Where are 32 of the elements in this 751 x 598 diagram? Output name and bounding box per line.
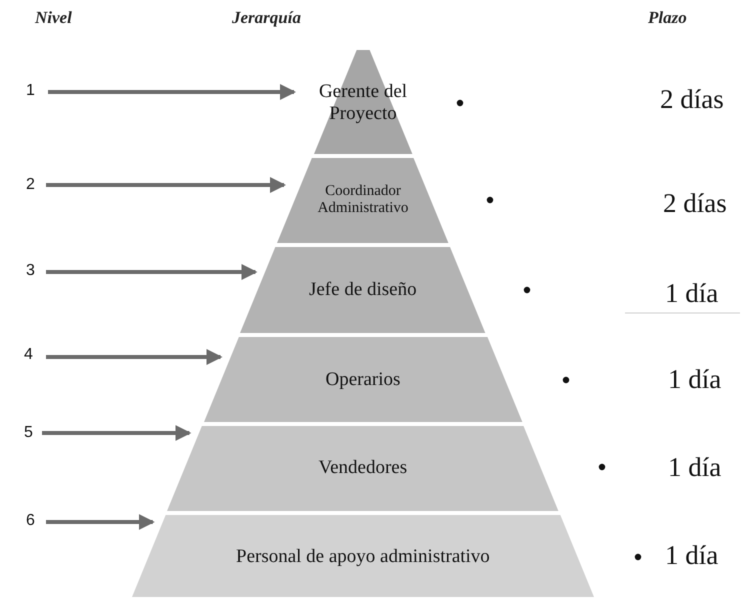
arrow — [46, 177, 286, 193]
arrow — [42, 425, 192, 441]
arrow — [48, 84, 296, 100]
level-number: 3 — [26, 262, 35, 280]
pyramid-level — [240, 247, 486, 333]
column-header: Nivel — [35, 8, 72, 28]
level-number: 4 — [24, 346, 33, 364]
duration-text: 2 días — [663, 188, 727, 219]
pyramid-level — [314, 50, 412, 154]
arrow — [46, 514, 155, 530]
duration-text: 1 día — [665, 540, 718, 571]
level-number: 6 — [26, 512, 35, 530]
pyramid-level — [204, 337, 522, 422]
level-text: Personal de apoyo administrativo — [236, 546, 490, 568]
duration-text: 1 día — [668, 364, 722, 395]
pyramid-level — [277, 158, 449, 243]
level-number: 5 — [24, 424, 33, 442]
pyramid-level — [167, 426, 559, 511]
duration-text: 2 días — [660, 84, 724, 115]
pyramid-level — [132, 515, 594, 597]
level-text: Coordinador Administrativo — [316, 182, 410, 217]
level-text: Vendedores — [318, 457, 408, 479]
duration-text: 1 día — [668, 452, 722, 483]
column-header: Plazo — [648, 8, 687, 28]
level-number: 2 — [26, 176, 35, 194]
level-text: Jefe de diseño — [308, 279, 417, 301]
arrow — [46, 264, 258, 280]
level-number: 1 — [26, 82, 35, 100]
arrow — [46, 349, 222, 365]
duration-text: 1 día — [665, 278, 718, 309]
level-text: Operarios — [325, 369, 400, 391]
column-header: Jerarquía — [232, 8, 301, 28]
